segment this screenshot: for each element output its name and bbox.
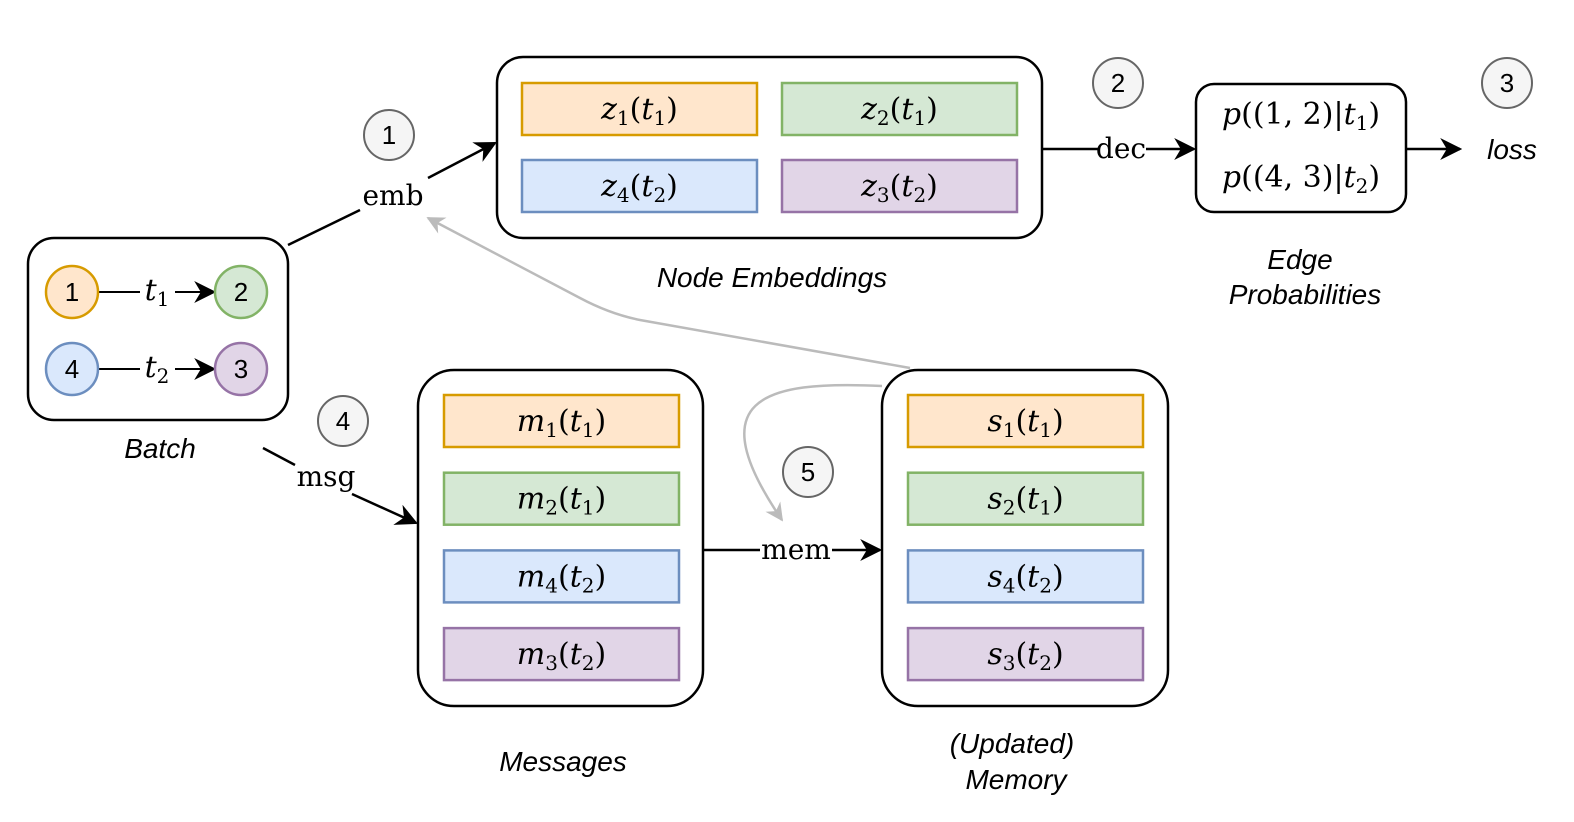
memory-cell: s3(t2) [906,626,1145,682]
dec-label: dec [1096,132,1146,165]
svg-text:5: 5 [801,457,815,487]
svg-text:s1(t1): s1(t1) [987,404,1063,442]
message-cell: m4(t2) [442,549,681,604]
svg-text:m3(t2): m3(t2) [517,637,606,675]
svg-text:z3(t2): z3(t2) [860,169,938,207]
step-4-badge: 4 [317,395,369,447]
svg-text:4: 4 [336,406,350,436]
step-5-badge: 5 [782,446,834,498]
svg-text:4: 4 [65,354,79,384]
edge-label-t2: t2 [145,350,170,388]
edge-probabilities-label-2: Probabilities [1229,279,1382,310]
edge-probabilities-label-1: Edge [1267,244,1332,275]
edge-prob-2: p((4, 3)|t2) [1222,160,1380,198]
svg-text:z2(t1): z2(t1) [860,92,938,130]
embedding-cell: z4(t2) [520,158,759,214]
message-cell: m2(t1) [442,471,681,526]
message-cell: m1(t1) [442,393,681,449]
memory-cell: s1(t1) [906,393,1145,449]
svg-text:2: 2 [234,277,248,307]
embedding-cell: z3(t2) [780,158,1019,214]
svg-text:m2(t1): m2(t1) [517,482,606,520]
svg-text:3: 3 [1500,68,1514,98]
loss-label: loss [1487,134,1537,165]
svg-text:m1(t1): m1(t1) [517,404,606,442]
msg-arrow [351,492,419,525]
memory-to-embedding-arrow [426,216,911,370]
svg-text:s2(t1): s2(t1) [987,482,1063,520]
edge-prob-1: p((1, 2)|t1) [1222,97,1380,135]
node-embeddings-label: Node Embeddings [657,262,887,293]
node-3: 3 [213,341,269,397]
svg-text:2: 2 [1111,68,1125,98]
svg-text:s3(t2): s3(t2) [987,637,1063,675]
messages-label: Messages [499,746,627,777]
memory-box [880,368,1170,708]
memory-cell: s2(t1) [906,471,1145,526]
memory-cell: s4(t2) [906,549,1145,604]
embedding-cell: z1(t1) [520,81,759,137]
svg-text:s4(t2): s4(t2) [987,559,1063,597]
messages-box [416,368,705,708]
svg-text:1: 1 [65,277,79,307]
msg-arrow-tail [262,446,296,467]
svg-text:z4(t2): z4(t2) [600,169,678,207]
edge-label-t1: t1 [145,273,170,311]
batch-box: t1 t2 1 2 4 3 [26,236,290,422]
svg-text:z1(t1): z1(t1) [600,92,678,130]
emb-arrow-tail [287,208,361,247]
step-3-badge: 3 [1481,57,1533,109]
batch-label: Batch [124,433,196,464]
step-2-badge: 2 [1092,57,1144,109]
svg-text:1: 1 [382,120,396,150]
node-4: 4 [44,341,100,397]
memory-self-loop-arrow [743,383,883,522]
msg-label: msg [297,460,356,493]
mem-label: mem [761,533,831,566]
svg-text:m4(t2): m4(t2) [517,559,606,597]
memory-label-1: (Updated) [950,728,1075,759]
embedding-cell: z2(t1) [780,81,1019,137]
emb-label: emb [362,179,423,212]
node-1: 1 [44,264,100,320]
memory-label-2: Memory [965,764,1068,795]
step-1-badge: 1 [363,109,415,161]
svg-text:3: 3 [234,354,248,384]
node-2: 2 [213,264,269,320]
message-cell: m3(t2) [442,626,681,682]
emb-arrow [427,141,497,180]
